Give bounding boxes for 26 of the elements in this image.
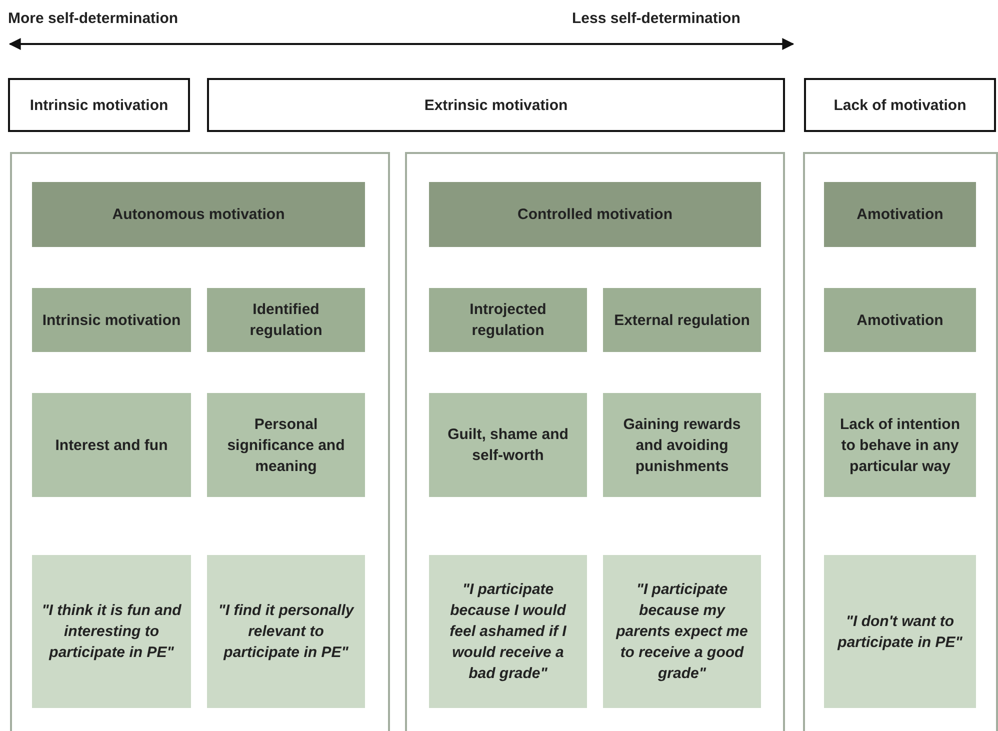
regulation-box: Identified regulation <box>207 288 365 352</box>
quote-box: "I participate because my parents expect me to receive a good grade" <box>603 555 761 708</box>
reason-box: Guilt, shame and self-worth <box>429 393 587 497</box>
type-box: Autonomous motivation <box>32 182 365 247</box>
reason-box: Lack of intention to behave in any particular way <box>824 393 976 497</box>
category-box: Intrinsic motivation <box>8 78 190 132</box>
column-panel <box>803 152 998 731</box>
regulation-box: Introjected regulation <box>429 288 587 352</box>
regulation-box: Intrinsic motivation <box>32 288 191 352</box>
quote-box: "I think it is fun and interesting to participate in PE" <box>32 555 191 708</box>
type-box: Amotivation <box>824 182 976 247</box>
regulation-box: External regulation <box>603 288 761 352</box>
reason-box: Gaining rewards and avoiding punishments <box>603 393 761 497</box>
quote-box: "I don't want to participate in PE" <box>824 555 976 708</box>
quote-box: "I participate because I would feel ashamed if I would receive a bad grade" <box>429 555 587 708</box>
scale-label: Less self-determination <box>572 10 740 27</box>
scale-label: More self-determination <box>8 10 178 27</box>
column-panel <box>10 152 390 731</box>
category-box: Extrinsic motivation <box>207 78 785 132</box>
column-panel <box>405 152 785 731</box>
category-box: Lack of motivation <box>804 78 996 132</box>
reason-box: Personal significance and meaning <box>207 393 365 497</box>
type-box: Controlled motivation <box>429 182 761 247</box>
regulation-box: Amotivation <box>824 288 976 352</box>
reason-box: Interest and fun <box>32 393 191 497</box>
quote-box: "I find it personally relevant to participate in PE" <box>207 555 365 708</box>
